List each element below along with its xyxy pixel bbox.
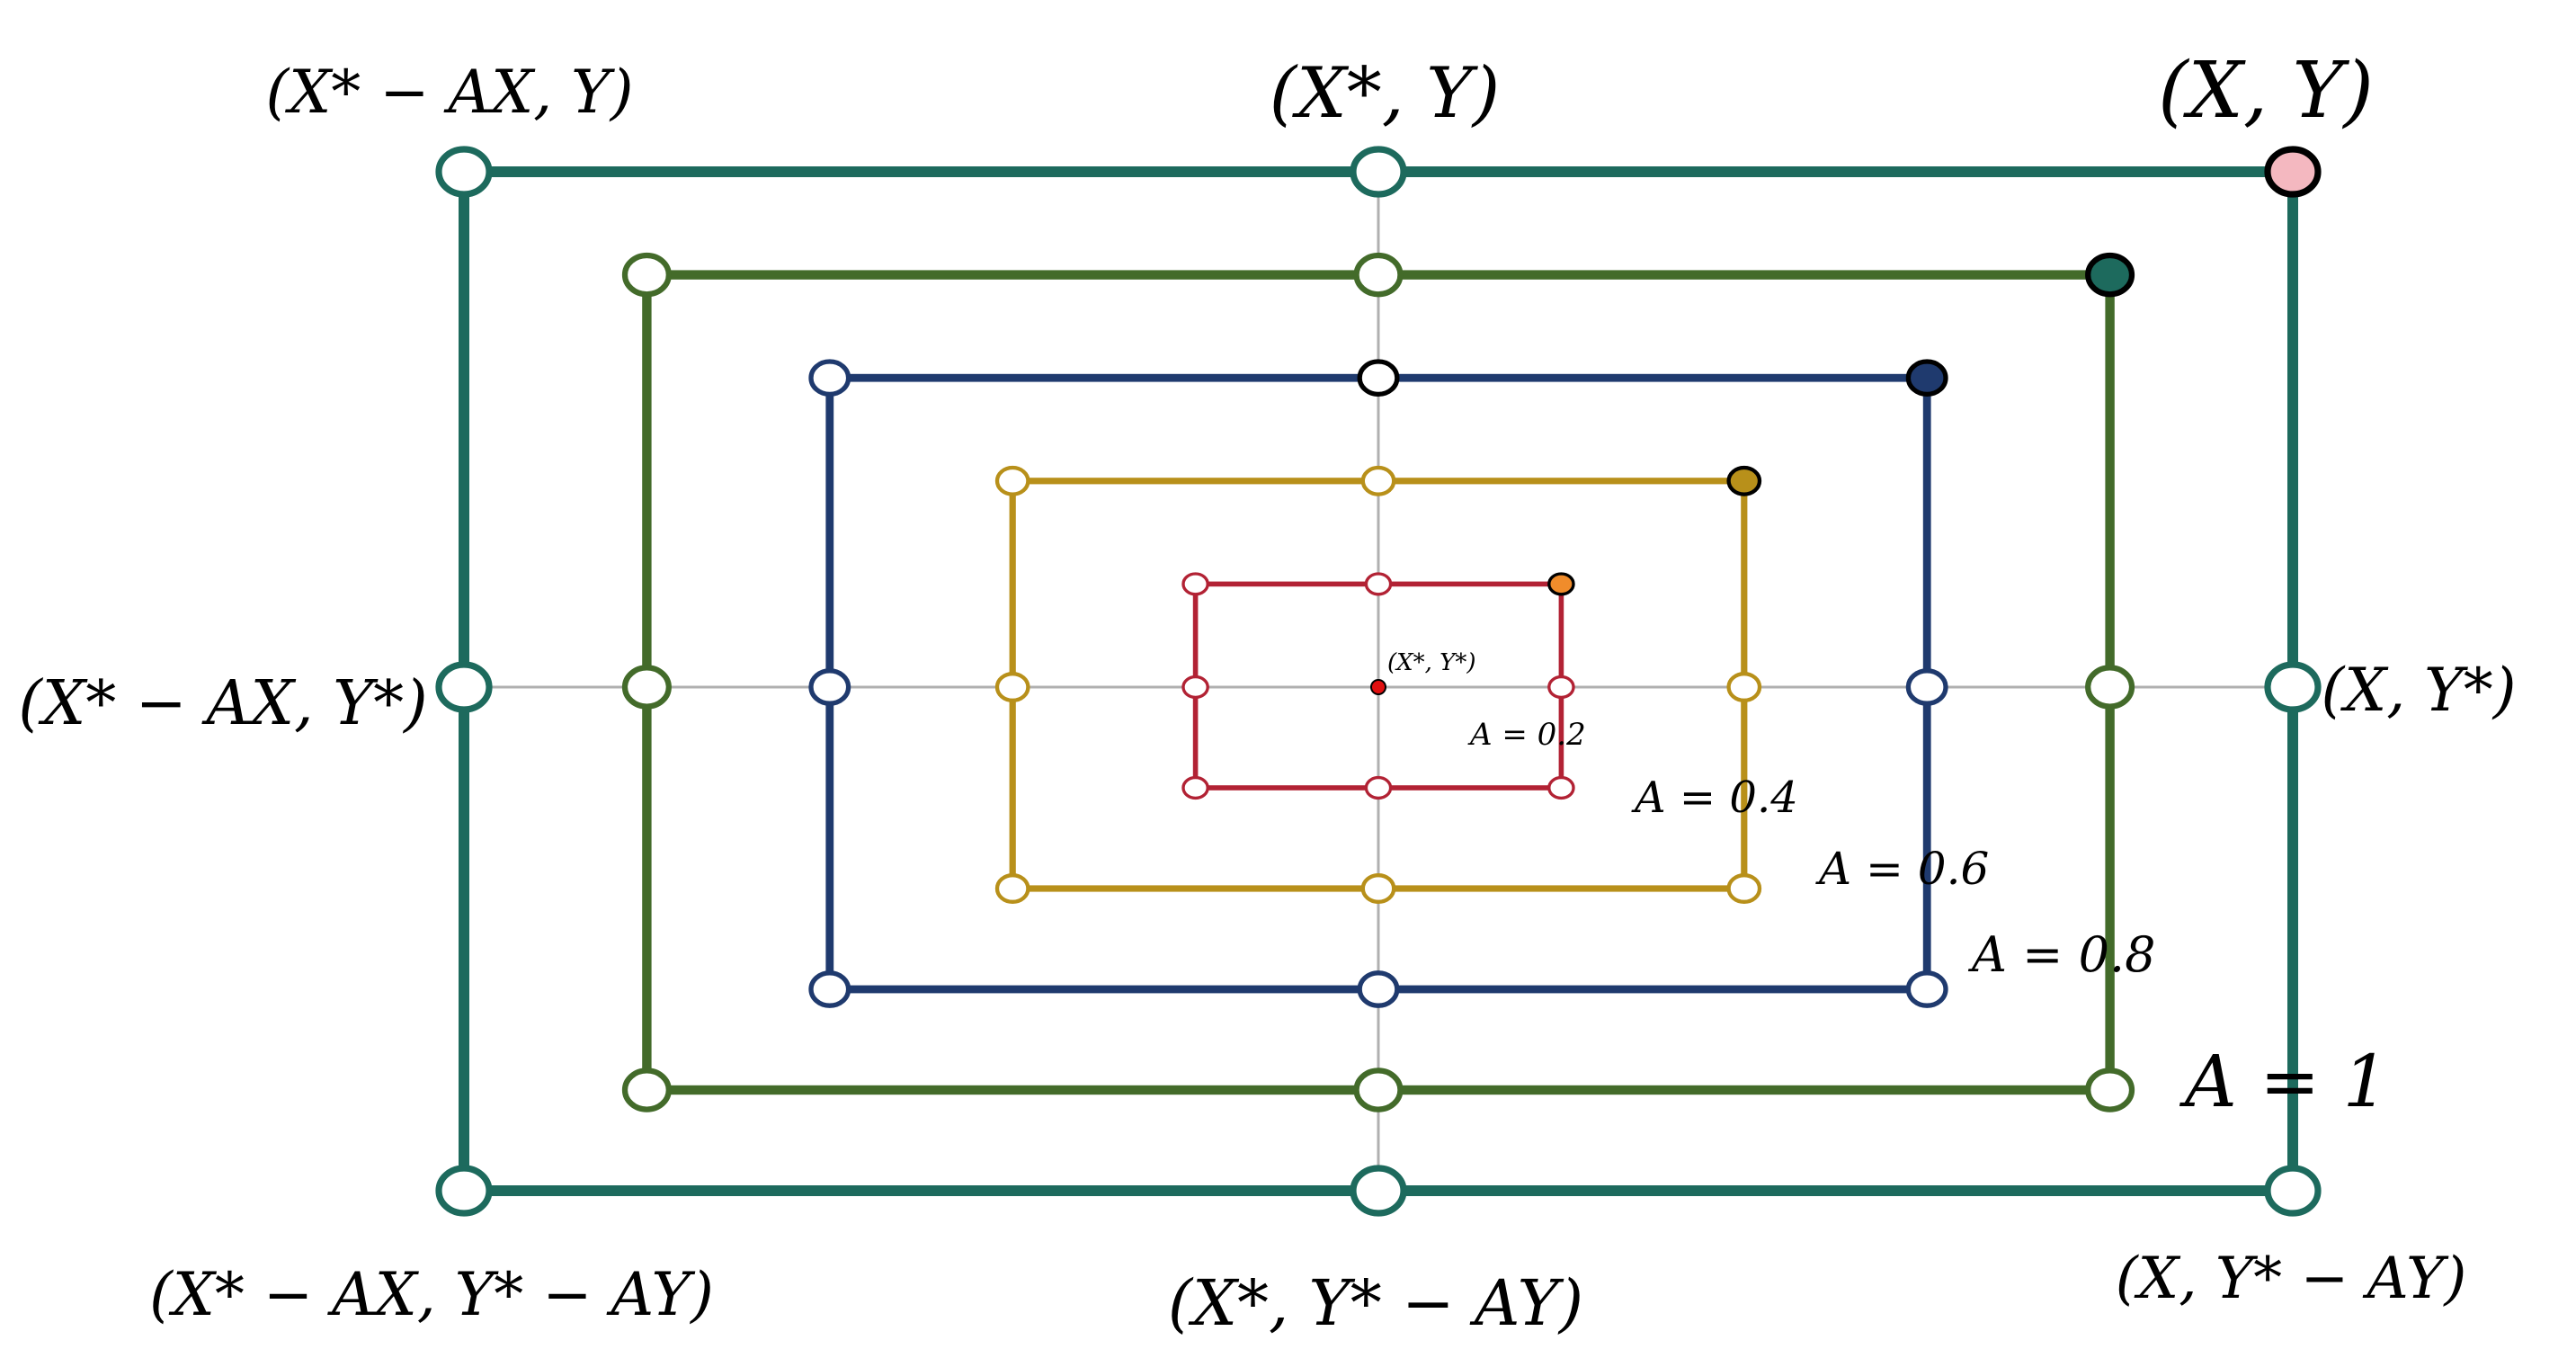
point-a-0-4-middle-right	[1726, 672, 1762, 702]
point-a-0-4-bottom-left	[994, 873, 1030, 904]
label-middle-right: (X, Y*)	[2321, 656, 2516, 725]
point-a-1-bottom-left	[435, 1165, 493, 1217]
label-top-left: (X* − AX, Y)	[266, 58, 634, 127]
point-a-0-4-middle-left	[994, 672, 1030, 702]
point-a-0-2-bottom-right	[1547, 775, 1575, 800]
point-a-0-6-bottom-right	[1905, 970, 1948, 1008]
point-a-0-2-bottom-center	[1364, 775, 1393, 800]
point-a-0-6-bottom-left	[808, 970, 851, 1008]
point-a-0-8-bottom-center	[1353, 1068, 1404, 1112]
point-a-0-8-bottom-left	[621, 1068, 672, 1112]
point-a-1-bottom-center	[1350, 1165, 1407, 1217]
point-a-0-8-top-left	[621, 252, 672, 298]
point-a-0-8-middle-right	[2085, 665, 2135, 710]
rectangle-group	[435, 146, 2322, 1217]
label-middle-left: (X* − AX, Y*)	[18, 668, 427, 739]
point-a-0-4-bottom-center	[1360, 873, 1396, 904]
point-a-1-top-right	[2264, 146, 2322, 198]
point-a-0-2-top-right	[1547, 572, 1575, 596]
label-top-center: (X*, Y)	[1270, 53, 1500, 134]
label-a-1: A = 1	[2179, 1040, 2389, 1123]
point-a-0-4-top-left	[994, 465, 1030, 496]
point-a-1-top-left	[435, 146, 493, 198]
point-a-0-2-middle-left	[1181, 675, 1209, 700]
label-a-0-8: A = 0.8	[1967, 926, 2155, 983]
point-a-1-middle-left	[435, 661, 493, 713]
point-a-0-2-top-left	[1181, 572, 1209, 596]
point-a-0-8-middle-left	[621, 665, 672, 710]
point-a-0-2-middle-right	[1547, 675, 1575, 700]
label-bottom-right: (X, Y* − AY)	[2116, 1246, 2467, 1312]
point-a-1-bottom-right	[2264, 1165, 2322, 1217]
point-a-1-top-center	[1350, 146, 1407, 198]
label-a-0-4: A = 0.4	[1631, 773, 1798, 823]
point-a-0-6-middle-left	[808, 668, 851, 706]
point-a-1-middle-right	[2264, 661, 2322, 713]
point-a-0-6-middle-right	[1905, 668, 1948, 706]
point-a-0-4-bottom-right	[1726, 873, 1762, 904]
point-a-0-8-top-center	[1353, 252, 1404, 298]
point-a-0-6-top-right	[1905, 359, 1948, 398]
label-bottom-left: (X* − AX, Y* − AY)	[149, 1260, 714, 1329]
point-a-0-4-top-right	[1726, 465, 1762, 496]
label-a-0-2: A = 0.2	[1467, 717, 1586, 753]
point-a-0-2-bottom-left	[1181, 775, 1209, 800]
point-a-0-4-top-center	[1360, 465, 1396, 496]
point-a-0-8-top-right	[2085, 252, 2135, 298]
label-a-0-6: A = 0.6	[1815, 843, 1989, 895]
label-bottom-center: (X*, Y* − AY)	[1168, 1266, 1583, 1340]
center-point	[1370, 679, 1386, 695]
point-a-0-6-top-left	[808, 359, 851, 398]
point-a-0-6-top-center	[1357, 359, 1400, 398]
point-a-0-8-bottom-right	[2085, 1068, 2135, 1112]
label-center: (X*, Y*)	[1387, 649, 1476, 676]
point-a-0-2-top-center	[1364, 572, 1393, 596]
label-top-right: (X, Y)	[2158, 46, 2374, 136]
point-a-0-6-bottom-center	[1357, 970, 1400, 1008]
